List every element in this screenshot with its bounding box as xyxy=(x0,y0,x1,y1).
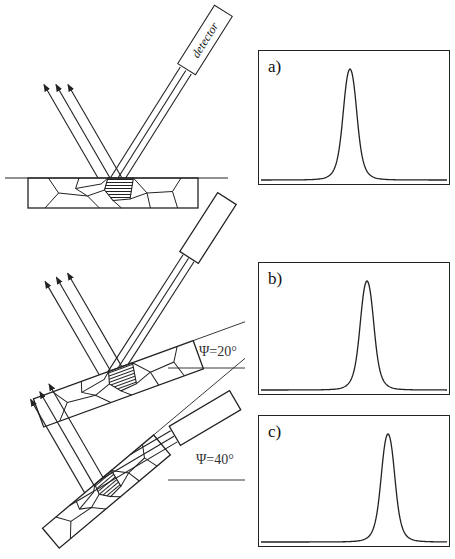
grain-boundary xyxy=(59,193,100,208)
plot-panel: b) xyxy=(258,262,450,395)
incident-ray xyxy=(44,85,98,178)
tilt-angle: Ψ=40° xyxy=(196,452,234,468)
diffraction-peak xyxy=(261,281,447,390)
panel-label: a) xyxy=(268,57,281,77)
incident-ray xyxy=(40,392,94,485)
grain-boundary xyxy=(147,193,150,208)
sample xyxy=(28,178,198,208)
detector-box xyxy=(180,193,236,264)
grain-boundary xyxy=(76,178,108,189)
grain-boundary xyxy=(67,388,110,416)
panel-label: b) xyxy=(268,269,282,289)
detector-label: detector xyxy=(188,19,222,60)
grain-boundary xyxy=(129,471,140,483)
detector-box: detector xyxy=(177,5,233,76)
grain-boundary xyxy=(78,371,112,392)
grain-boundary xyxy=(88,190,105,196)
grain-boundary xyxy=(93,384,111,395)
sample xyxy=(43,435,171,548)
reference-line xyxy=(168,480,245,481)
grain-boundary xyxy=(174,360,184,377)
diffracted-ray xyxy=(130,431,170,455)
grain-boundary xyxy=(150,371,158,386)
diffraction-peak xyxy=(261,434,447,542)
sample-outline xyxy=(43,435,171,548)
diffracted-ray xyxy=(118,258,189,368)
panel-label: c) xyxy=(268,422,281,442)
incident-ray xyxy=(56,277,110,370)
incident-ray xyxy=(45,281,99,374)
grain-boundary xyxy=(74,484,101,509)
surface-line xyxy=(193,322,245,341)
diffracted-ray xyxy=(70,442,178,506)
plot-panel: a) xyxy=(258,50,450,185)
diffracted-ray xyxy=(100,436,174,480)
diffracted-ray xyxy=(126,74,192,178)
incident-ray xyxy=(31,399,85,492)
incident-ray xyxy=(68,273,122,366)
plot-panel: c) xyxy=(258,415,450,547)
grain-boundary xyxy=(109,463,132,486)
grain-boundary xyxy=(173,192,178,209)
diffraction-peak xyxy=(261,69,447,180)
diffracted-ray xyxy=(110,67,180,178)
grain-boundary xyxy=(113,201,122,209)
grain-boundary xyxy=(147,178,181,193)
sample-outline xyxy=(28,178,198,208)
reference-line xyxy=(5,178,228,179)
incident-ray xyxy=(68,85,122,178)
incident-ray xyxy=(49,384,103,477)
incident-ray xyxy=(56,85,110,178)
grain-boundary xyxy=(71,499,106,531)
diffracted-ray xyxy=(128,262,194,365)
grain-boundary xyxy=(129,358,152,384)
tilt-angle: Ψ=20° xyxy=(199,344,237,360)
grain-boundary xyxy=(111,492,121,502)
grain-boundary xyxy=(88,494,102,507)
diffracted-ray xyxy=(108,255,183,372)
detector-box xyxy=(169,391,240,446)
diffracting-grain xyxy=(105,178,134,201)
diffracted-ray xyxy=(118,70,186,178)
grain-boundary xyxy=(45,178,59,208)
grain-boundary xyxy=(130,178,147,199)
